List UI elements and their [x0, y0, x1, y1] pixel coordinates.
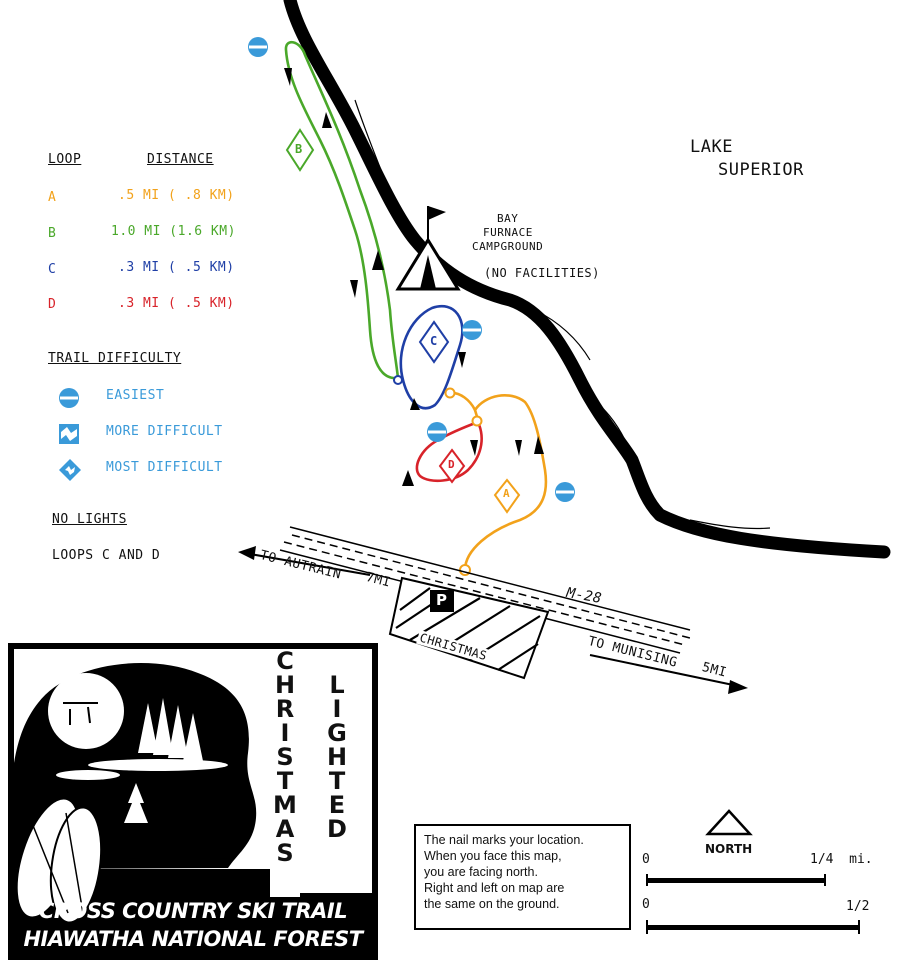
legend-header-distance: DISTANCE — [147, 152, 214, 167]
logo-letter: R — [275, 695, 295, 723]
campground-note: (NO FACILITIES) — [484, 266, 600, 280]
scale-bar-1-end: 1/4 mi. — [810, 852, 873, 867]
parking-lot — [388, 576, 550, 680]
difficulty-most-label: MOST DIFFICULT — [106, 460, 223, 475]
scale-bar-2-end: 1/2 — [846, 899, 870, 914]
no-lights-text: LOOPS C AND D — [52, 548, 161, 563]
easiest-sign-4 — [555, 482, 575, 502]
scale-bar-2 — [646, 920, 860, 934]
easiest-sign-1 — [248, 37, 268, 57]
loop-a-trail — [449, 391, 548, 571]
location-info-box: The nail marks your location. When you f… — [414, 824, 631, 930]
direction-arrows — [284, 68, 544, 486]
difficulty-easiest-label: EASIEST — [106, 388, 165, 403]
campground-flag-icon — [428, 206, 446, 220]
logo-letter: T — [328, 767, 346, 795]
logo-letter: L — [329, 671, 345, 699]
legend-loop-c-distance: .3 MI ( .5 KM) — [118, 260, 235, 275]
logo-letter: I — [280, 719, 290, 747]
loop-b-marker — [285, 128, 315, 172]
arrow-to-autrain — [249, 553, 371, 576]
easiest-sign-2 — [462, 320, 482, 340]
easiest-circle-icon — [59, 388, 79, 408]
north-arrow-icon — [705, 809, 753, 836]
legend-loop-b-distance: 1.0 MI (1.6 KM) — [111, 224, 236, 239]
logo-letter: H — [326, 743, 348, 771]
shore-hint-1 — [354, 99, 386, 181]
scale-bar-1 — [646, 874, 826, 886]
loop-c-marker — [418, 320, 450, 364]
most-difficult-diamond-icon — [59, 459, 81, 481]
campground-label-line3: CAMPGROUND — [472, 240, 544, 253]
info-line: The nail marks your location. — [424, 833, 584, 847]
logo-letter: D — [327, 815, 347, 843]
logo-caption-line2: HIAWATHA NATIONAL FOREST — [23, 927, 363, 951]
parking-letter: P — [436, 591, 447, 609]
info-line: the same on the ground. — [424, 897, 560, 911]
info-line: When you face this map, — [424, 849, 562, 863]
loop-b-marker-letter: B — [295, 142, 303, 156]
logo-letter: A — [275, 815, 295, 843]
logo-letter: E — [328, 791, 346, 819]
difficulty-more-label: MORE DIFFICULT — [106, 424, 223, 439]
difficulty-title: TRAIL DIFFICULTY — [48, 351, 182, 366]
legend-loop-d-id: D — [48, 297, 57, 312]
shore-hint-3 — [589, 394, 626, 441]
logo-letter: M — [273, 791, 297, 819]
loop-c-marker-letter: C — [430, 334, 438, 348]
scale-bar-1-start: 0 — [642, 852, 650, 867]
logo-word-christmas: C H R I S T M A S — [270, 649, 300, 897]
logo-caption-line1: CROSS COUNTRY SKI TRAIL — [38, 899, 348, 923]
loop-d-trail — [415, 420, 483, 483]
shoreline — [283, 0, 891, 559]
logo-artwork — [14, 649, 274, 924]
legend-header-loop: LOOP — [48, 152, 82, 167]
legend-loop-a-id: A — [48, 190, 57, 205]
legend-loop-a-distance: .5 MI ( .8 KM) — [118, 188, 235, 203]
logo-letter: T — [276, 767, 294, 795]
loop-d-marker — [438, 448, 466, 484]
logo-letter: G — [327, 719, 347, 747]
loop-c-trail — [399, 305, 464, 410]
legend-loop-c-id: C — [48, 262, 57, 277]
logo-letter: H — [274, 671, 296, 699]
logo-letter: I — [332, 695, 342, 723]
easiest-sign-3 — [427, 422, 447, 442]
loop-a-marker-letter: A — [503, 487, 511, 500]
loop-a-marker — [493, 478, 521, 514]
campground-label-line1: BAY — [497, 212, 519, 225]
north-label: NORTH — [705, 842, 753, 856]
arrow-to-munising — [589, 654, 739, 687]
legend-loop-d-distance: .3 MI ( .5 KM) — [118, 296, 235, 311]
campground-label-line2: FURNACE — [483, 226, 533, 239]
more-difficult-square-icon — [59, 424, 79, 444]
info-line: you are facing north. — [424, 865, 538, 879]
lake-label-line1: LAKE — [690, 137, 733, 157]
shore-hint-4 — [689, 519, 771, 530]
logo-word-lighted: L I G H T E D — [322, 673, 352, 841]
logo-letter: C — [276, 647, 294, 675]
scale-bar-2-start: 0 — [642, 897, 650, 912]
info-line: Right and left on map are — [424, 881, 565, 895]
trail-logo: C H R I S T M A S L I G H T E D CROSS CO… — [8, 643, 378, 960]
logo-letter: S — [276, 839, 294, 867]
logo-letter: S — [276, 743, 294, 771]
lake-label-line2: SUPERIOR — [718, 160, 804, 180]
shore-hint-2 — [534, 309, 591, 361]
loop-d-marker-letter: D — [448, 458, 456, 471]
no-lights-title: NO LIGHTS — [52, 512, 127, 527]
legend-loop-b-id: B — [48, 226, 57, 241]
